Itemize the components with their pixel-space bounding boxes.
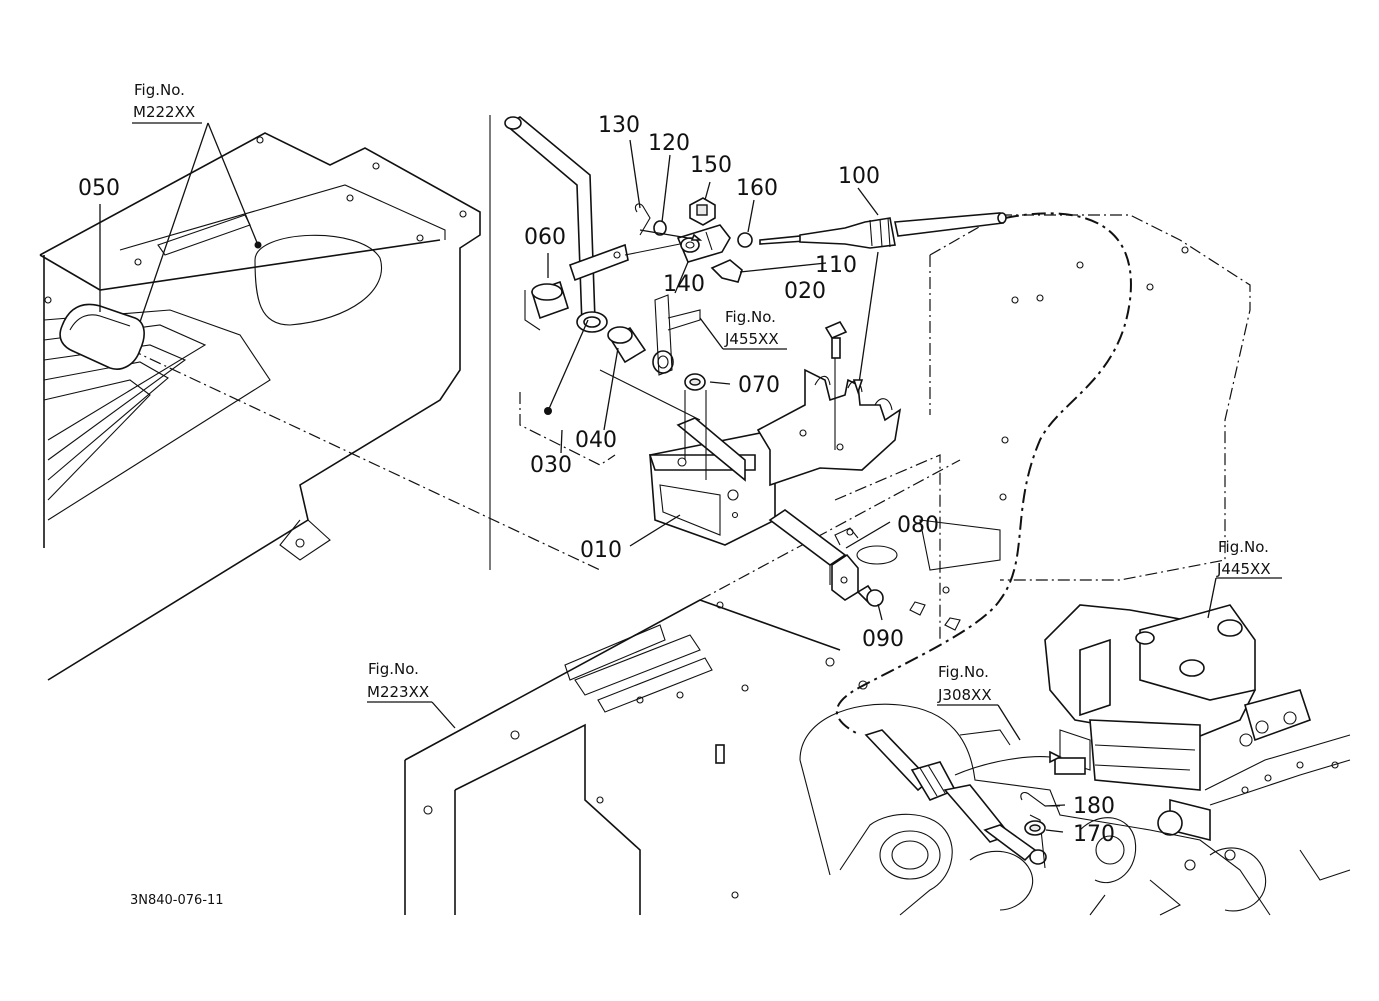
part-label-130: 130	[598, 113, 640, 138]
drawing-number: 3N840-076-11	[130, 893, 224, 908]
part-label-090: 090	[862, 627, 904, 652]
part-label-110: 110	[815, 253, 857, 278]
fig-ref-code-m222: M222XX	[133, 103, 195, 121]
fig-ref-caption-j445: Fig.No.	[1218, 538, 1269, 556]
part-label-140: 140	[663, 272, 705, 297]
collar-060	[531, 280, 569, 320]
fig-ref-code-j445: J445XX	[1216, 560, 1271, 578]
part-label-050: 050	[78, 176, 120, 201]
floor-plate	[404, 459, 1001, 915]
bracket-010	[648, 390, 776, 546]
guide-plate	[756, 368, 902, 500]
part-label-180: 180	[1073, 794, 1115, 819]
fig-ref-code-m223: M223XX	[367, 683, 429, 701]
part-label-170: 170	[1073, 822, 1115, 847]
assembly-030-bracket	[519, 392, 616, 466]
bracket-plate-j455	[654, 294, 701, 376]
part-label-160: 160	[736, 176, 778, 201]
leader-lines	[99, 139, 1066, 833]
part-label-150: 150	[690, 153, 732, 178]
bolt-090	[856, 584, 884, 607]
control-valve-block	[1044, 604, 1351, 842]
washer-120	[653, 220, 667, 236]
part-label-070: 070	[738, 373, 780, 398]
part-label-060: 060	[524, 225, 566, 250]
part-label-030: 030	[530, 453, 572, 478]
washers	[652, 350, 706, 391]
pin-110	[710, 259, 743, 283]
part-label-080: 080	[897, 513, 939, 538]
figure-ref-leaders	[132, 122, 1282, 741]
clevis-140	[676, 224, 731, 263]
fig-ref-caption-m222: Fig.No.	[134, 81, 185, 99]
pedal-pad	[59, 303, 145, 370]
part-label-100: 100	[838, 164, 880, 189]
fig-ref-code-j455: J455XX	[724, 330, 779, 348]
bolt-020	[824, 320, 848, 450]
transmission-housing	[799, 703, 1351, 916]
cable-end-lower	[864, 729, 1062, 869]
part-label-020: 020	[784, 279, 826, 304]
fig-ref-caption-j455: Fig.No.	[725, 308, 776, 326]
left-fender-panel	[39, 132, 601, 681]
clip-130	[634, 203, 651, 236]
fig-ref-caption-m223: Fig.No.	[368, 660, 419, 678]
fig-ref-code-j308: J308XX	[937, 686, 992, 704]
nut-160	[737, 232, 753, 248]
part-labels: 050 130 120 150 160 100 110 060 140 020 …	[78, 113, 1115, 847]
figure-ref-labels: Fig.No. M222XX Fig.No. J455XX Fig.No. M2…	[133, 81, 1271, 704]
fig-ref-caption-j308: Fig.No.	[938, 663, 989, 681]
sleeve	[607, 326, 647, 364]
part-label-010: 010	[580, 538, 622, 563]
part-label-120: 120	[648, 131, 690, 156]
cable-100	[759, 212, 1007, 395]
collar-040	[576, 311, 608, 333]
cable-route	[835, 212, 1132, 736]
nut-150	[689, 197, 716, 226]
part-label-040: 040	[575, 428, 617, 453]
